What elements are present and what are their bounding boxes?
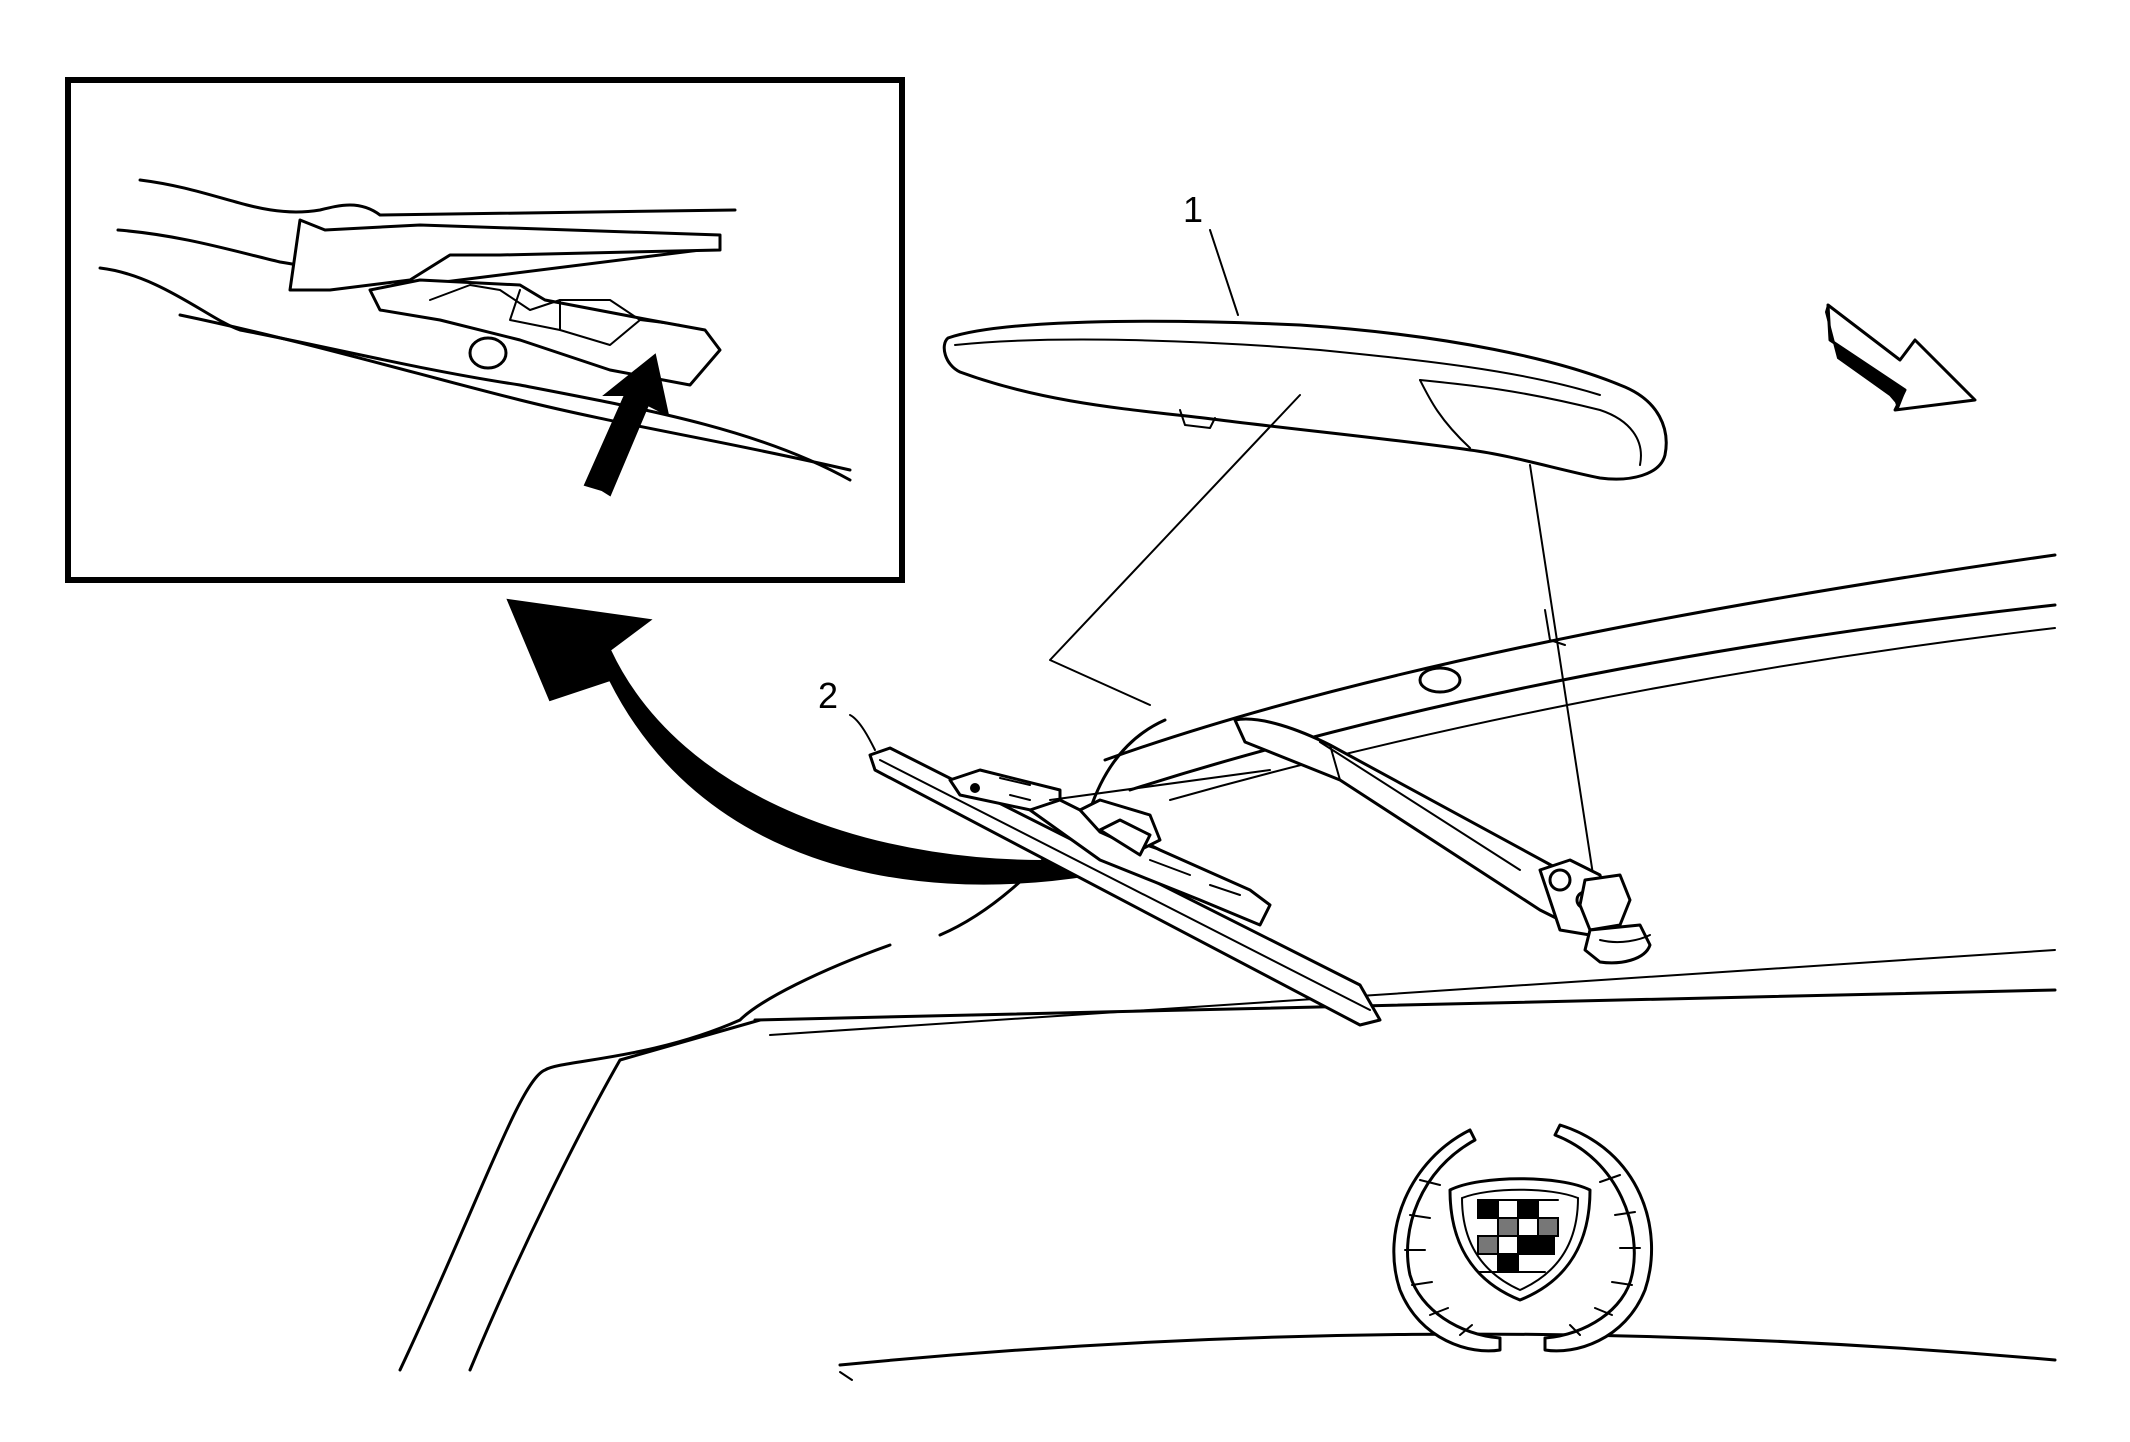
wiper-blade: [868, 746, 1382, 1027]
callout-1-label: 1: [1183, 189, 1203, 230]
leader-cover-detail: [1049, 394, 1301, 706]
clip-housing: [288, 218, 722, 292]
wiper-arm-cover: [942, 319, 1668, 481]
blade-adapter: [368, 278, 722, 387]
direction-arrow-icon: [1824, 303, 1977, 412]
vehicle-liftgate: [398, 553, 2057, 1381]
pivot-nut: [1578, 873, 1632, 932]
leader-blade-detail: [1049, 769, 1271, 801]
rivet-hole: [468, 336, 508, 370]
washer-nozzle: [1418, 666, 1462, 694]
emblem-icon: [1392, 1123, 1653, 1353]
callout-1: 1: [1183, 189, 1239, 316]
callout-2: 2: [818, 675, 876, 751]
curved-arrow-icon: [506, 598, 1092, 885]
push-arrow-icon: [583, 353, 670, 497]
callout-2-label: 2: [818, 675, 838, 716]
wiper-arm: [1233, 717, 1652, 965]
inset-detail: [65, 77, 905, 583]
leader-cover-pivot: [1529, 464, 1601, 921]
